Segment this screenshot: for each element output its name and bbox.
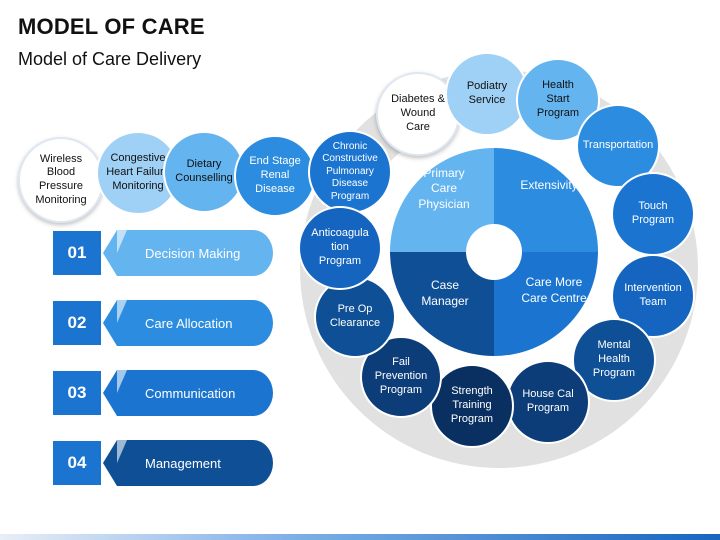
step-2-number: 02 [53, 301, 101, 345]
bubble-anticoagulation: Anticoagula tion Program [298, 206, 382, 290]
bubble-touch-program: Touch Program [611, 172, 695, 256]
bubble-wireless-bp: Wireless Blood Pressure Monitoring [18, 137, 104, 223]
bubble-strength-training: Strength Training Program [430, 364, 514, 448]
bubble-podiatry: Podiatry Service [445, 52, 529, 136]
step-1-number: 01 [53, 231, 101, 275]
page-subtitle: Model of Care Delivery [18, 49, 202, 69]
bubble-transportation: Transportation [576, 104, 660, 188]
step-4-label: Management [145, 455, 221, 471]
quadrant-primary-care: Primary Care Physician [390, 148, 494, 252]
bubble-end-stage-renal: End Stage Renal Disease [234, 135, 316, 217]
step-3-number: 03 [53, 371, 101, 415]
bottom-gradient-bar [0, 534, 720, 540]
pie-center-hole [466, 224, 522, 280]
page-title: MODEL OF CARE [18, 14, 205, 39]
step-2-arrow [103, 300, 273, 346]
step-4-arrow [103, 440, 273, 486]
bubble-pre-op: Pre Op Clearance [314, 276, 396, 358]
bubble-copd-program: Chronic Constructive Pulmonary Disease P… [308, 130, 392, 214]
bubble-dietary: Dietary Counselling [163, 131, 245, 213]
step-3-arrow [103, 370, 273, 416]
step-3-label: Communication [145, 385, 236, 401]
bubble-house-cal: House Cal Program [506, 360, 590, 444]
step-2-label: Care Allocation [145, 315, 233, 331]
step-1-label: Decision Making [145, 245, 241, 261]
step-1-arrow [103, 230, 273, 276]
step-4-number: 04 [53, 441, 101, 485]
